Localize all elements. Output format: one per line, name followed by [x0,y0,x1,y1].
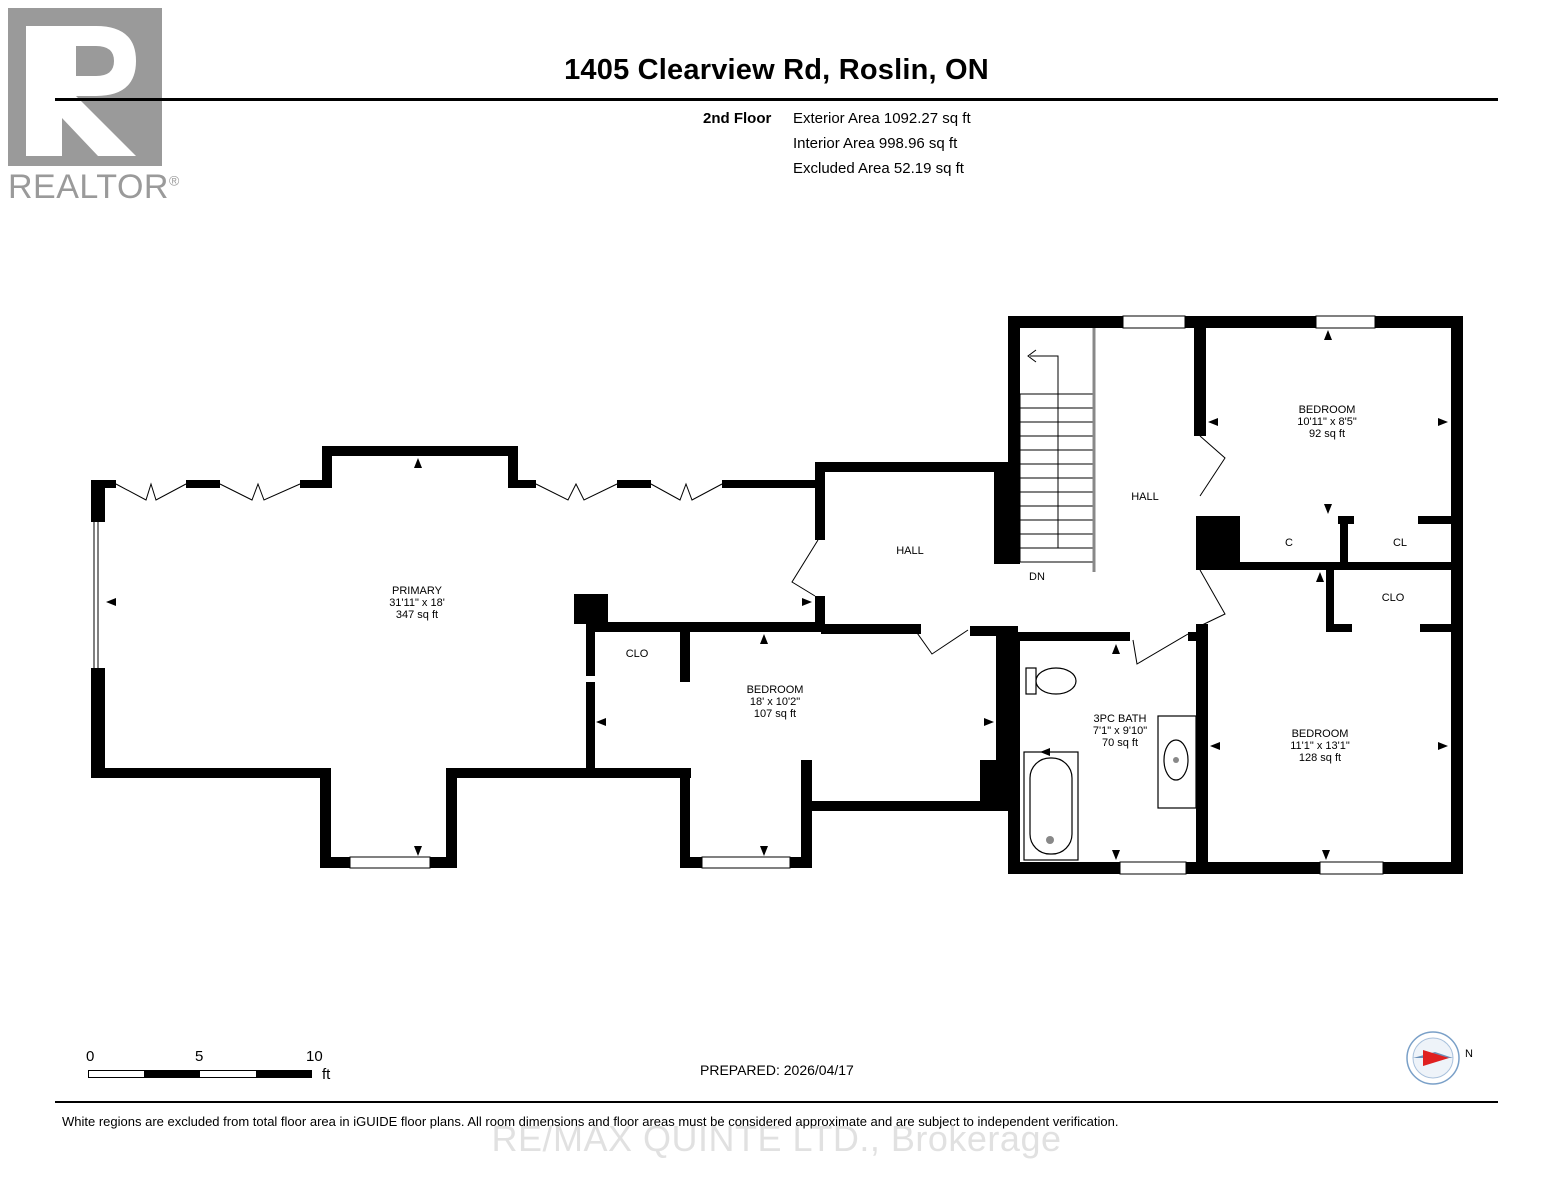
stairs [1019,328,1096,572]
room-bedroom-bottom-name: BEDROOM [1292,728,1349,740]
label-closet-right: CLO [1382,592,1405,604]
room-bedroom-top-area: 92 sq ft [1309,428,1345,440]
page-title: 1405 Clearview Rd, Roslin, ON [564,54,989,86]
floor-label: 2nd Floor [703,110,772,127]
swing-doors [791,435,1226,665]
room-bedroom-middle-area: 107 sq ft [754,708,796,720]
scale-tick-10: 10 [306,1048,323,1065]
exterior-area: Exterior Area 1092.27 sq ft [793,110,971,127]
markers [106,330,1448,860]
realtor-logo [8,8,162,166]
scale-tick-0: 0 [86,1048,95,1065]
floor-plan: PRIMARY 31'11" x 18' 347 sq ft BEDROOM 1… [91,315,1463,875]
scale-unit: ft [322,1066,331,1083]
room-bath-name: 3PC BATH [1094,713,1147,725]
room-bedroom-top-dims: 10'11" x 8'5" [1297,416,1357,428]
room-bath-area: 70 sq ft [1102,737,1138,749]
room-bath-dims: 7'1" x 9'10" [1093,725,1147,737]
room-bedroom-middle-name: BEDROOM [747,684,804,696]
realtor-wordmark: REALTOR® [8,168,180,206]
scale-tick-5: 5 [195,1048,204,1065]
bath-fixtures [1023,667,1197,861]
label-closet-left: CLO [626,648,649,660]
label-closet-cl: CL [1393,537,1407,549]
compass: N [1405,1030,1475,1086]
room-bedroom-middle-dims: 18' x 10'2" [750,696,800,708]
room-primary-name: PRIMARY [392,585,443,597]
scale-bar: 0 5 10 ft [86,1048,346,1083]
excluded-area: Excluded Area 52.19 sq ft [793,160,964,177]
compass-north-label: N [1465,1048,1473,1060]
title-divider [55,98,1498,101]
label-hall-left: HALL [896,545,924,557]
windows [349,315,1384,875]
room-bedroom-top-name: BEDROOM [1299,404,1356,416]
label-hall-right: HALL [1131,491,1159,503]
room-primary-area: 347 sq ft [396,609,438,621]
prepared-date: PREPARED: 2026/04/17 [700,1062,854,1078]
label-closet-c: C [1285,537,1293,549]
folding-doors [115,482,723,501]
watermark: RE/MAX QUINTE LTD., Brokerage [491,1118,1062,1159]
label-stairs-down: DN [1029,571,1045,583]
compass-icon [1406,1031,1460,1085]
disclaimer: White regions are excluded from total fl… [62,1114,1119,1129]
walls [91,316,1463,874]
interior-area: Interior Area 998.96 sq ft [793,135,958,152]
room-bedroom-bottom-dims: 11'1" x 13'1" [1290,740,1350,752]
room-primary-dims: 31'11" x 18' [389,597,445,609]
room-bedroom-bottom-area: 128 sq ft [1299,752,1341,764]
footer-divider [55,1101,1498,1103]
